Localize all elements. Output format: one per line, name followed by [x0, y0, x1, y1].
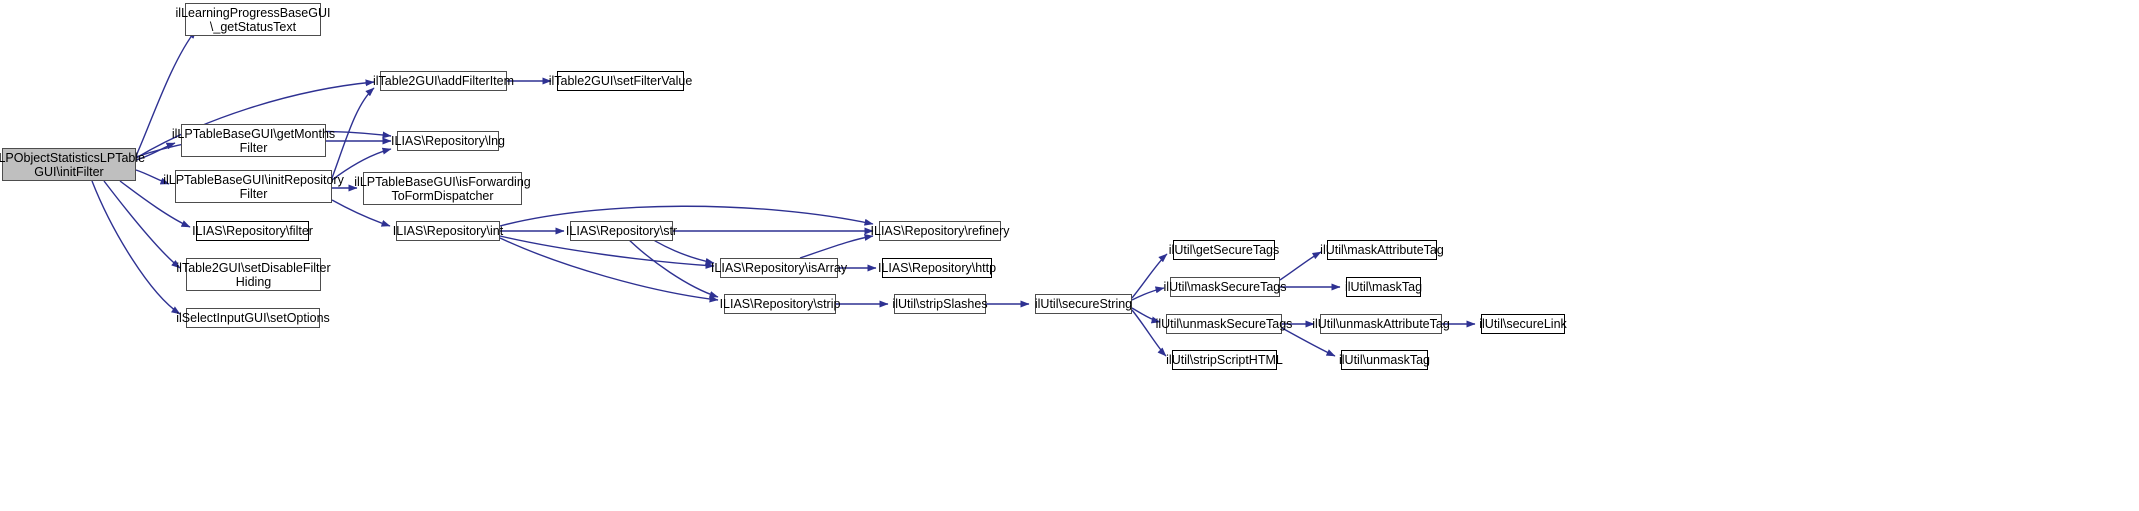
graph-node[interactable]: ilUtil\maskTag: [1345, 277, 1422, 297]
call-edge: [499, 237, 719, 303]
graph-node[interactable]: ILIAS\Repository\lng: [391, 131, 505, 151]
graph-node[interactable]: ILIAS\Repository\http: [878, 258, 996, 278]
graph-node[interactable]: ILIAS\Repository\strip: [720, 294, 840, 314]
graph-node[interactable]: ilUtil\stripSlashes: [892, 294, 988, 314]
graph-node[interactable]: ilTable2GUI\setDisableFilter Hiding: [176, 258, 331, 291]
graph-node[interactable]: ilTable2GUI\addFilterItem: [373, 71, 514, 91]
graph-node[interactable]: ilTable2GUI\setFilterValue: [549, 71, 692, 91]
graph-node[interactable]: ILIAS\Repository\filter: [192, 221, 313, 241]
call-edge: [1279, 251, 1322, 281]
call-edge: [799, 234, 874, 259]
graph-node[interactable]: ilUtil\unmaskAttributeTag: [1312, 314, 1450, 334]
graph-node[interactable]: ILIAS\Repository\int: [393, 221, 503, 241]
graph-node[interactable]: ilUtil\unmaskTag: [1339, 350, 1430, 370]
graph-node[interactable]: ilUtil\secureLink: [1479, 314, 1567, 334]
call-edge: [91, 180, 181, 315]
graph-node[interactable]: ilUtil\unmaskSecureTags: [1156, 314, 1292, 334]
graph-node[interactable]: ilLearningProgressBaseGUI \_getStatusTex…: [176, 3, 330, 36]
graph-node[interactable]: ilLPTableBaseGUI\getMonths Filter: [172, 124, 335, 157]
graph-node[interactable]: ILIAS\Repository\isArray: [711, 258, 847, 278]
graph-node[interactable]: ilUtil\stripScriptHTML: [1166, 350, 1283, 370]
graph-node[interactable]: ilUtil\maskAttributeTag: [1320, 240, 1444, 260]
graph-node[interactable]: ilSelectInputGUI\setOptions: [176, 308, 330, 328]
graph-node[interactable]: ilLPTableBaseGUI\initRepository Filter: [163, 170, 344, 203]
graph-node-root[interactable]: ilLPObjectStatisticsLPTable GUI\initFilt…: [0, 148, 145, 181]
call-edge: [331, 87, 375, 179]
graph-node[interactable]: ILIAS\Repository\str: [566, 221, 677, 241]
call-edge: [1131, 253, 1168, 299]
graph-node[interactable]: ilLPTableBaseGUI\isForwarding ToFormDisp…: [354, 172, 531, 205]
graph-node[interactable]: ilUtil\getSecureTags: [1169, 240, 1279, 260]
call-edge: [499, 205, 874, 227]
graph-node[interactable]: ilUtil\secureString: [1035, 294, 1132, 314]
call-edge: [1131, 286, 1165, 301]
graph-node[interactable]: ILIAS\Repository\refinery: [871, 221, 1009, 241]
graph-node[interactable]: ilUtil\maskSecureTags: [1164, 277, 1286, 297]
